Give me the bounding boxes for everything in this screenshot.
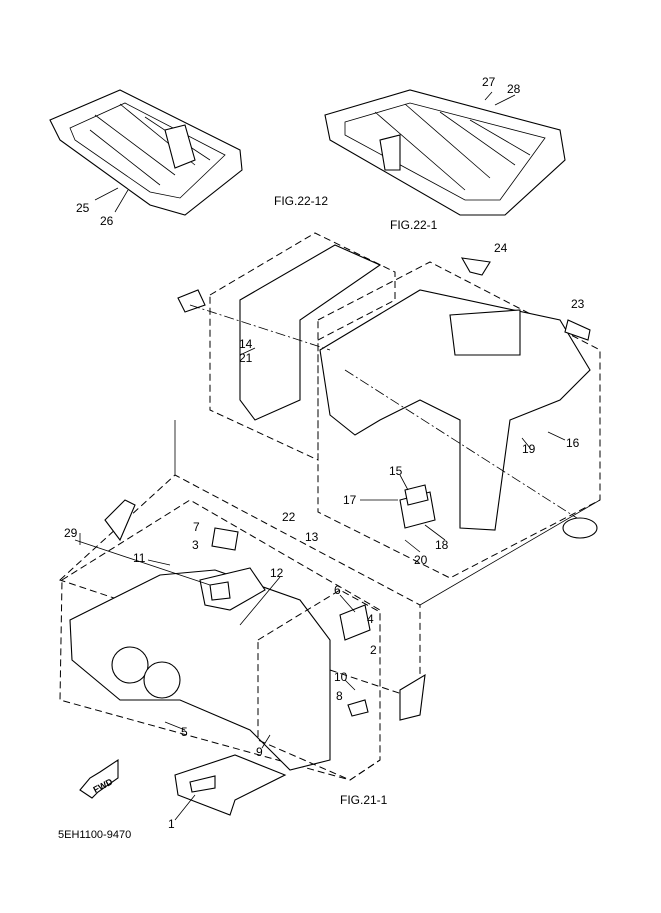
- callout-23: 23: [571, 297, 585, 311]
- reflector-left: [177, 289, 206, 313]
- fig-ref-22-12: FIG.22-12: [274, 194, 328, 208]
- callout-15: 15: [389, 464, 403, 478]
- callout-21: 21: [239, 351, 253, 365]
- panel-4: [339, 604, 371, 641]
- callout-19: 19: [522, 442, 536, 456]
- callout-26: 26: [100, 214, 114, 228]
- callout-3: 3: [192, 538, 199, 552]
- part-code: 5EH1100-9470: [58, 829, 131, 841]
- callout-18: 18: [435, 538, 449, 552]
- callout-10: 10: [334, 670, 348, 684]
- fwd-arrow-icon: [79, 758, 119, 799]
- callout-13: 13: [305, 530, 319, 544]
- callout-5: 5: [181, 725, 188, 739]
- callout-17: 17: [343, 493, 357, 507]
- callout-28: 28: [507, 82, 521, 96]
- callout-27: 27: [482, 75, 496, 89]
- callout-22: 22: [282, 510, 296, 524]
- fig-21-1-boundary: [257, 589, 381, 781]
- callout-9: 9: [256, 745, 263, 759]
- rear-fender-liner: [239, 244, 382, 421]
- callout-7: 7: [193, 520, 200, 534]
- callout-8: 8: [336, 689, 343, 703]
- rear-fender: [319, 289, 591, 531]
- emblem-rear: [562, 517, 598, 539]
- callout-12: 12: [270, 566, 284, 580]
- decal-23: [564, 319, 591, 341]
- fig-22-12-boundary: [209, 232, 396, 461]
- callout-24: 24: [494, 241, 508, 255]
- callout-11: 11: [133, 551, 146, 565]
- front-fender: [69, 569, 331, 771]
- callout-25: 25: [76, 201, 90, 215]
- fig-ref-21-1: FIG.21-1: [340, 793, 388, 807]
- tool-tray: [174, 754, 287, 816]
- rear-carrier-rack: [324, 89, 566, 216]
- front-carrier-rack: [49, 89, 243, 216]
- callout-29: 29: [64, 526, 78, 540]
- callout-14: 14: [239, 337, 253, 351]
- decal-24: [460, 257, 491, 276]
- fig-ref-22-1: FIG.22-1: [390, 218, 438, 232]
- callout-20: 20: [414, 553, 428, 567]
- callout-4: 4: [367, 612, 374, 626]
- callout-1: 1: [168, 817, 175, 831]
- decal-7: [211, 527, 239, 551]
- callout-16: 16: [566, 436, 580, 450]
- callout-6: 6: [334, 583, 341, 597]
- emblem-front: [399, 673, 426, 721]
- callout-2: 2: [370, 643, 377, 657]
- side-decal: [104, 499, 136, 542]
- part-8: [347, 699, 369, 717]
